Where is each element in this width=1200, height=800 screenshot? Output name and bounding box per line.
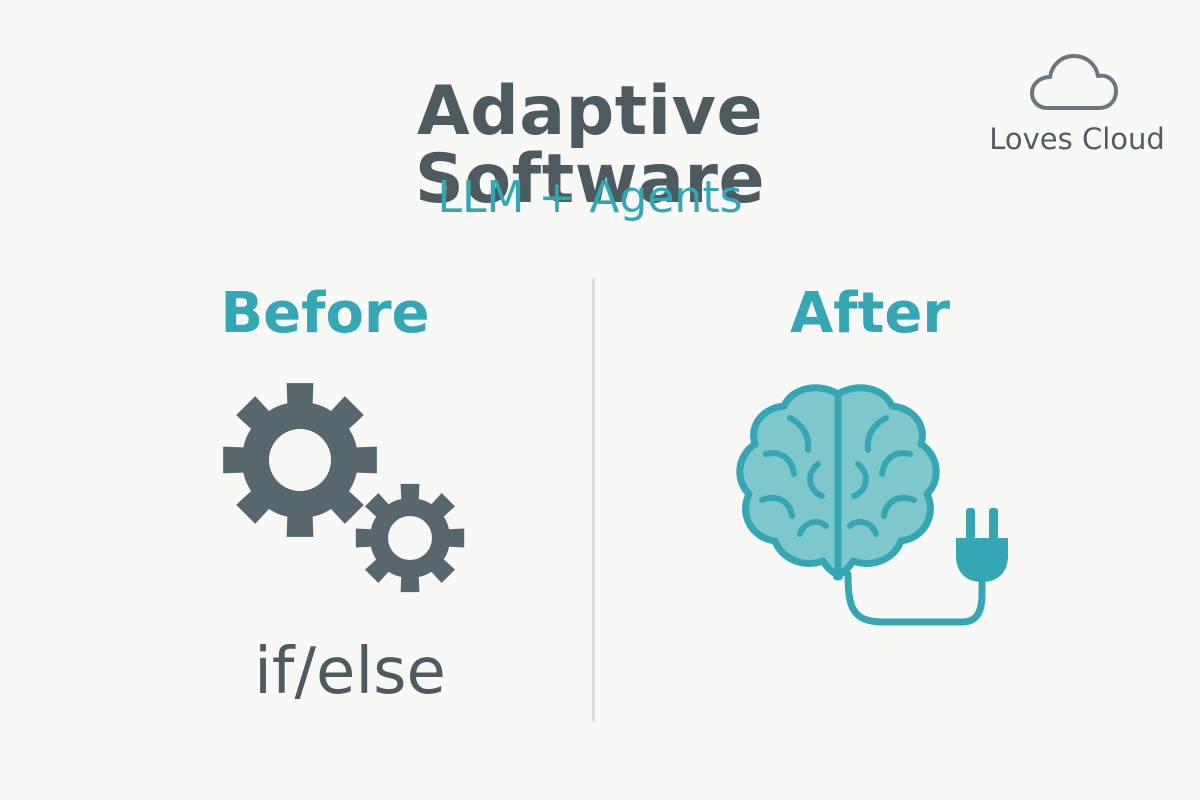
plug-icon (844, 508, 1008, 626)
before-label: Before (220, 281, 430, 346)
center-divider (592, 278, 595, 722)
brain-icon (736, 384, 940, 581)
page-subtitle: LLM + Agents (437, 172, 743, 223)
gears-icon (223, 383, 465, 593)
brand-name: Loves Cloud (989, 122, 1165, 156)
after-label: After (789, 281, 951, 346)
small-gear-icon (355, 483, 465, 593)
page-title: Adaptive Software (414, 72, 766, 219)
brain-plug-icon (736, 384, 1008, 626)
brand-logo: Loves Cloud (982, 48, 1172, 158)
cloud-icon (1030, 54, 1118, 110)
if-else-caption: if/else (254, 635, 446, 709)
large-gear-icon (223, 383, 377, 537)
